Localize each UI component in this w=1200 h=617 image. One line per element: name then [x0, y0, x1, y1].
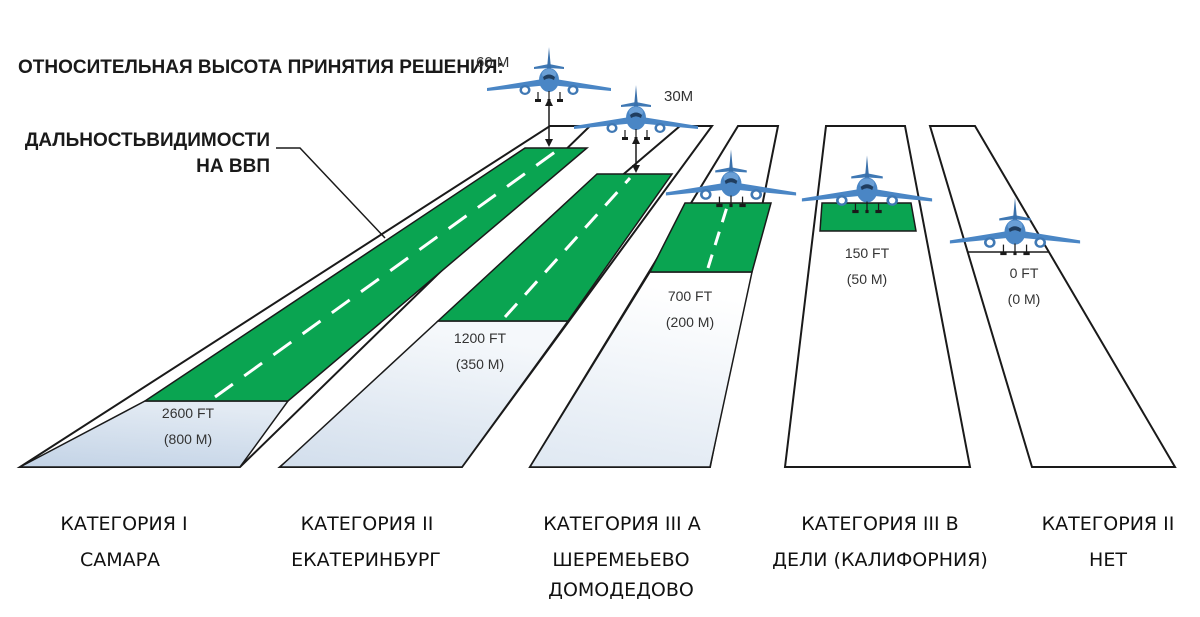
visibility-heading-line1: ДАЛЬНОСТЬВИДИМОСТИ: [25, 130, 270, 151]
visibility-zone: [648, 202, 772, 273]
runway-none: 0 FT (0 М): [928, 125, 1177, 468]
runway-cat1: 2600 FT (800 М): [16, 125, 593, 468]
rvr-m-label: (350 М): [456, 356, 504, 372]
category-label: КАТЕГОРИЯ II: [301, 513, 434, 535]
location-label: ДОМОДЕДОВО: [548, 579, 694, 601]
rvr-ft-label: 2600 FT: [162, 405, 215, 421]
rvr-m-label: (50 М): [847, 271, 887, 287]
rvr-ft-label: 150 FT: [845, 245, 890, 261]
location-label: ШЕРЕМЕЬЕВО: [552, 549, 689, 571]
visibility-leader-line: [276, 147, 386, 239]
category-label: КАТЕГОРИЯ III А: [543, 513, 700, 535]
runway-centerline: [706, 206, 729, 269]
fog-zone: [19, 400, 290, 468]
category-label: КАТЕГОРИЯ I: [60, 513, 187, 535]
decision-height-60-arrow: [545, 98, 553, 147]
runway-outline: [928, 125, 1177, 468]
height-30-label: 30М: [664, 88, 693, 105]
location-label: САМАРА: [80, 549, 160, 571]
location-label: ЕКАТЕРИНБУРГ: [291, 549, 441, 571]
rvr-ft-label: 700 FT: [668, 288, 713, 304]
decision-height-heading: ОТНОСИТЕЛЬНАЯ ВЫСОТА ПРИНЯТИЯ РЕШЕНИЯ:: [18, 57, 504, 78]
location-label: ДЕЛИ (КАЛИФОРНИЯ): [772, 549, 988, 571]
rvr-ft-label: 0 FT: [1010, 265, 1039, 281]
category-label: КАТЕГОРИЯ III В: [801, 513, 958, 535]
visibility-zone: [436, 173, 674, 322]
rvr-m-label: (800 М): [164, 431, 212, 447]
runway-centerline: [503, 176, 632, 319]
runway-cat3b: 150 FT (50 М): [783, 125, 972, 468]
visibility-zone: [819, 202, 917, 232]
rvr-m-label: (200 М): [666, 314, 714, 330]
runway-cat3a: 700 FT (200 М): [528, 125, 780, 468]
rvr-m-label: (0 М): [1008, 291, 1041, 307]
category-labels: КАТЕГОРИЯ I САМАРА КАТЕГОРИЯ II ЕКАТЕРИН…: [60, 513, 1174, 601]
location-label: НЕТ: [1089, 549, 1127, 571]
height-60-label: 60 М: [476, 54, 509, 71]
visibility-zone: [142, 147, 590, 402]
rvr-ft-label: 1200 FT: [454, 330, 507, 346]
category-label: КАТЕГОРИЯ II: [1042, 513, 1175, 535]
visibility-heading-line2: НА ВВП: [196, 156, 270, 177]
runway-cat2: 1200 FT (350 М): [277, 125, 714, 468]
